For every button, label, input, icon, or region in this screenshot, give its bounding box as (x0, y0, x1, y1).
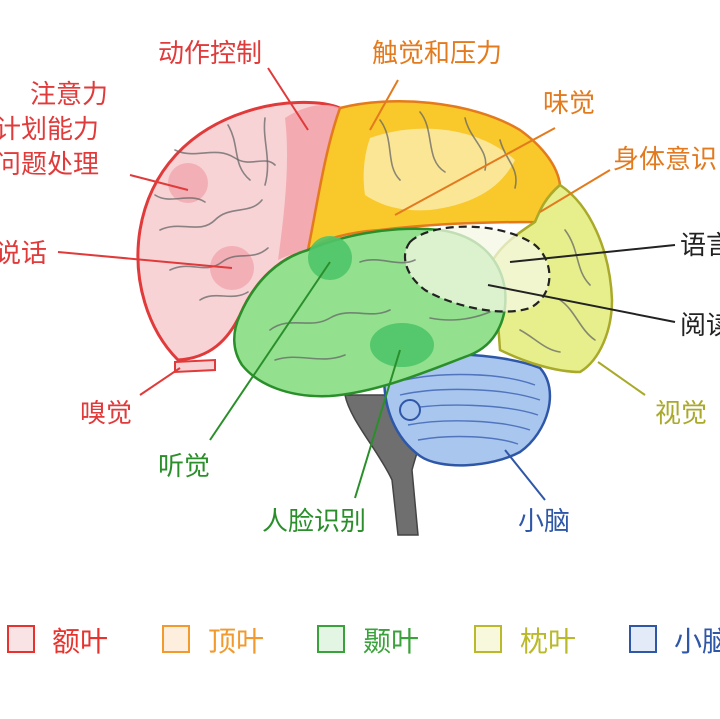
label-motor: 动作控制 (158, 39, 262, 69)
label-taste: 味觉 (543, 89, 595, 119)
legend-label-frontal: 额叶 (52, 625, 108, 658)
vision-leader (597, 361, 646, 396)
frontal-motor-strip (278, 105, 340, 260)
label-attention-1: 注意力 (30, 80, 108, 110)
legend-label-cerebellum: 小脑 (674, 625, 720, 658)
smell-leader (139, 367, 181, 396)
legend-label-temporal: 颞叶 (363, 625, 419, 658)
legend-item-temporal: 颞叶 (317, 625, 419, 658)
label-speech: 说话 (0, 239, 47, 269)
cerebellum-folia (399, 373, 541, 445)
label-vision: 视觉 (655, 399, 707, 429)
label-cerebellum: 小脑 (518, 507, 570, 537)
leader-lines (57, 67, 676, 501)
body-awareness-leader (539, 169, 611, 213)
language-leader (509, 244, 676, 263)
face-recognition-area (370, 323, 434, 367)
cerebellum-region (382, 353, 552, 467)
legend-item-occipital: 枕叶 (474, 625, 576, 658)
attention-area (168, 163, 208, 203)
taste-leader (394, 127, 556, 216)
label-language: 语言 (680, 231, 720, 261)
label-hearing: 听觉 (158, 452, 210, 482)
cerebellum-leader (504, 449, 546, 501)
legend-swatch-parietal (162, 625, 190, 653)
legend-swatch-temporal (317, 625, 345, 653)
motor-leader (267, 67, 309, 131)
label-attention-3: 问题处理 (0, 150, 99, 180)
legend-item-parietal: 顶叶 (162, 625, 264, 658)
olfactory-bulb (174, 358, 216, 374)
speech-leader (57, 251, 233, 269)
hearing-area (308, 236, 352, 280)
legend-swatch-occipital (474, 625, 502, 653)
hearing-leader (209, 261, 331, 441)
label-reading: 阅读 (680, 311, 720, 341)
legend-swatch-frontal (7, 625, 35, 653)
legend-label-occipital: 枕叶 (520, 625, 576, 658)
cerebellum-center (399, 399, 421, 421)
touch-leader (369, 79, 399, 131)
label-attention-2: 计划能力 (0, 115, 99, 145)
touch-area (363, 128, 515, 211)
legend-label-parietal: 顶叶 (208, 625, 264, 658)
legend-item-cerebellum: 小脑 (629, 625, 720, 658)
label-body-awareness: 身体意识 (613, 145, 717, 175)
label-face-recognition: 人脸识别 (262, 507, 366, 537)
reading-leader (487, 284, 676, 323)
face-recognition-leader (354, 349, 401, 499)
legend-item-frontal: 额叶 (7, 625, 108, 658)
attention-leader (129, 174, 189, 191)
label-smell: 嗅觉 (80, 399, 132, 429)
legend-swatch-cerebellum (629, 625, 657, 653)
label-touch: 触觉和压力 (372, 39, 502, 69)
legend: 额叶 顶叶 颞叶 枕叶 小脑 (7, 625, 720, 658)
